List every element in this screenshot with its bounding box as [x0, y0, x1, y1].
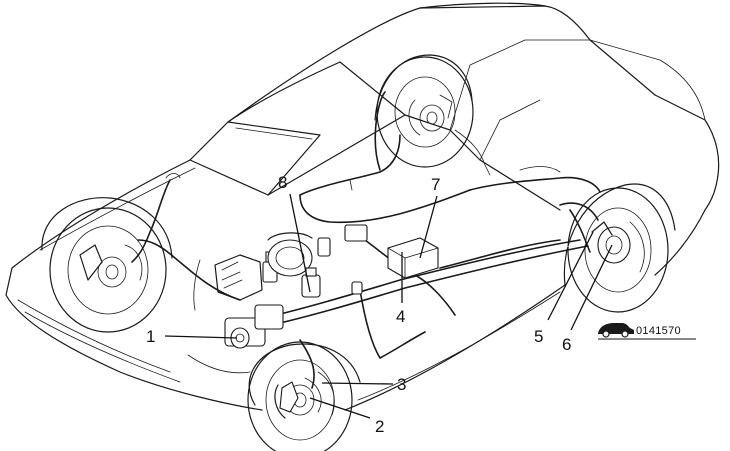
pressure-regulator [317, 224, 368, 295]
callout-labels: 1 2 3 4 5 6 7 8 [146, 173, 571, 436]
brake-caliper-front-right [279, 377, 322, 413]
wheel-front-right [247, 341, 353, 451]
callout-3: 3 [397, 375, 406, 394]
callout-4: 4 [396, 307, 405, 326]
wheel-rear-right [567, 187, 669, 313]
master-cylinder-booster [214, 251, 284, 349]
figure-code-text: 0141570 [636, 325, 681, 337]
leader-6 [570, 244, 613, 331]
callout-8: 8 [278, 173, 287, 192]
callout-5: 5 [534, 327, 543, 346]
abs-control-unit [387, 237, 439, 279]
leader-7 [419, 195, 438, 259]
callout-7: 7 [431, 175, 440, 194]
leader-1 [164, 335, 238, 339]
leader-8 [289, 193, 311, 293]
wheel-rear-left [376, 56, 474, 168]
leader-5 [547, 231, 594, 321]
callout-6: 6 [562, 335, 571, 354]
leader-2 [309, 397, 371, 419]
car-body [5, 2, 720, 411]
car-icon [598, 323, 634, 338]
callout-2: 2 [375, 417, 384, 436]
leader-3 [321, 382, 394, 385]
figure-code: 0141570 [598, 323, 696, 340]
wheel-front-left [49, 207, 167, 333]
callout-leaders [164, 193, 613, 419]
brake-pipes [131, 91, 601, 389]
callout-1: 1 [146, 327, 155, 346]
brake-fluid-reservoir [301, 267, 321, 298]
